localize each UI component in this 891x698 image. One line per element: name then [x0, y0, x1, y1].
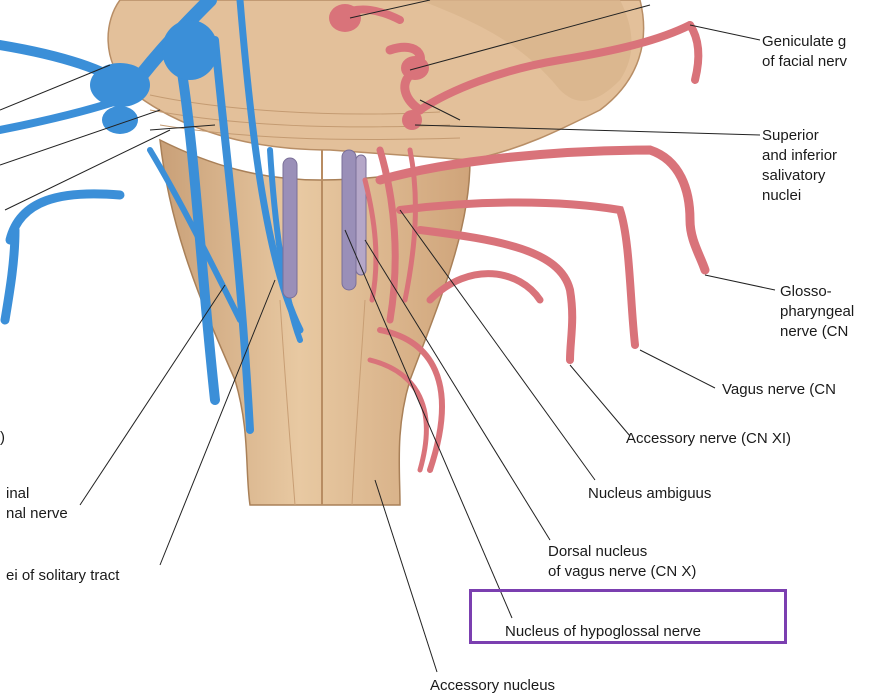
dorsal-nucleus-label-line1: Dorsal nucleus — [548, 542, 647, 561]
salivatory-label-line4: nuclei — [762, 186, 801, 205]
glosso-label-line2: pharyngeal — [780, 302, 854, 321]
spinal-label-line2: nal nerve — [6, 504, 68, 523]
accessory-nucleus-label: Accessory nucleus — [430, 676, 555, 695]
glosso-label-line1: Glosso- — [780, 282, 832, 301]
left-edge-glyph: ) — [0, 428, 5, 447]
accessory-nerve-label: Accessory nerve (CN XI) — [626, 429, 791, 448]
hypoglossal-label: Nucleus of hypoglossal nerve — [505, 622, 701, 641]
vagus-label: Vagus nerve (CN — [722, 380, 836, 399]
geniculate-label-line1: Geniculate g — [762, 32, 846, 51]
salivatory-label-line2: and inferior — [762, 146, 837, 165]
nucleus-ambiguus-label: Nucleus ambiguus — [588, 484, 711, 503]
dorsal-nucleus-label-line2: of vagus nerve (CN X) — [548, 562, 696, 581]
geniculate-label-line2: of facial nerv — [762, 52, 847, 71]
glosso-label-line3: nerve (CN — [780, 322, 848, 341]
spinal-label-line1: inal — [6, 484, 29, 503]
salivatory-label-line1: Superior — [762, 126, 819, 145]
solitary-tract-label: ei of solitary tract — [6, 566, 119, 585]
salivatory-label-line3: salivatory — [762, 166, 825, 185]
